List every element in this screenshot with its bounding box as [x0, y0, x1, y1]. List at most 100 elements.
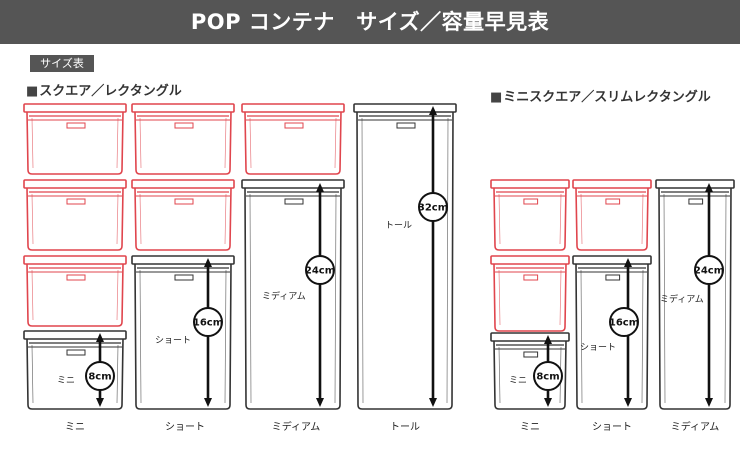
- lid-button: [605, 198, 621, 205]
- lid: [572, 255, 652, 265]
- container-inner: [498, 193, 562, 245]
- container-inner: [663, 193, 727, 404]
- height-badge-text: 8cm: [536, 372, 559, 383]
- arrow-head-up: [429, 106, 437, 115]
- bottom-label-short: ショート: [165, 422, 205, 433]
- height-badge-mini: 8cm: [85, 361, 115, 391]
- container-rect-red-1: [131, 103, 235, 175]
- bottom-label-short-r: ショート: [592, 422, 632, 433]
- page-title: POP コンテナ サイズ／容量早見表: [0, 0, 740, 44]
- container-body: [575, 263, 649, 410]
- lid: [353, 103, 457, 113]
- lid-button: [523, 274, 539, 281]
- bottom-label-tall: トール: [390, 422, 420, 433]
- arrow-head-down: [624, 398, 632, 407]
- arrow-head-up: [624, 258, 632, 267]
- lid: [655, 179, 735, 189]
- lid-button: [66, 198, 86, 205]
- height-badge-short: 16cm: [193, 307, 223, 337]
- lid-button: [66, 349, 86, 356]
- container-mini-square-red-1: [490, 179, 570, 251]
- height-badge-circle: [418, 192, 448, 222]
- inner-label-mini-r: ミニ: [509, 376, 527, 386]
- bottom-label-mini: ミニ: [65, 422, 85, 433]
- container-body: [356, 111, 454, 410]
- lid-button: [66, 122, 86, 129]
- container-medium: [241, 179, 345, 410]
- height-badge-text: 16cm: [609, 318, 639, 329]
- lid-button: [174, 122, 194, 129]
- container-rect-red-2: [131, 179, 235, 251]
- lid-button: [605, 274, 621, 281]
- lid: [23, 103, 127, 113]
- container-inner: [139, 269, 227, 404]
- inner-label-mini: ミニ: [57, 376, 75, 386]
- height-badge-tall: 32cm: [418, 192, 448, 222]
- inner-label-medium: ミディアム: [262, 290, 306, 302]
- container-body: [244, 187, 342, 410]
- square-marker: ■: [490, 90, 503, 105]
- lid: [572, 179, 652, 189]
- square-marker: ■: [26, 84, 39, 99]
- arrow-medium: [316, 183, 324, 407]
- container-square-red-1: [23, 103, 127, 175]
- lid: [23, 179, 127, 189]
- arrow-head-down: [316, 398, 324, 407]
- lid: [241, 179, 345, 189]
- lid: [241, 103, 345, 113]
- height-badge-circle: [694, 255, 724, 285]
- container-body: [658, 187, 732, 410]
- arrow-medium-r: [705, 183, 713, 407]
- container-inner: [580, 269, 644, 404]
- arrow-head-up: [705, 183, 713, 192]
- container-square-red-2: [23, 179, 127, 251]
- container-inner: [139, 117, 227, 169]
- container-body: [26, 338, 124, 410]
- height-badge-circle: [193, 307, 223, 337]
- arrow-head-up: [204, 258, 212, 267]
- container-inner: [31, 269, 119, 321]
- height-badge-circle: [85, 361, 115, 391]
- bottom-label-medium: ミディアム: [271, 422, 321, 433]
- arrow-head-down: [705, 398, 713, 407]
- arrow-head-up: [544, 335, 552, 344]
- container-body: [134, 187, 232, 251]
- size-table-tag: サイズ表: [30, 55, 94, 72]
- bottom-label-medium-r: ミディアム: [670, 422, 720, 433]
- container-inner: [139, 193, 227, 245]
- arrow-head-up: [316, 183, 324, 192]
- height-badge-circle: [609, 307, 639, 337]
- container-body: [134, 263, 232, 410]
- container-inner: [31, 344, 119, 404]
- arrow-head-down: [429, 398, 437, 407]
- container-inner: [361, 117, 449, 404]
- inner-label-medium-r: ミディアム: [660, 293, 704, 305]
- bottom-label-mini-r: ミニ: [520, 422, 540, 433]
- container-square-red-3: [23, 255, 127, 327]
- section-heading-square-text: スクエア／レクタングル: [39, 84, 182, 99]
- height-badge-medium: 24cm: [305, 255, 335, 285]
- container-slim-red-1: [572, 179, 652, 251]
- height-badge-text: 16cm: [193, 318, 223, 329]
- lid-button: [523, 351, 539, 358]
- height-badge-text: 24cm: [694, 266, 724, 277]
- inner-label-short-r: ショート: [580, 343, 616, 353]
- arrow-head-up: [96, 333, 104, 342]
- lid: [131, 179, 235, 189]
- inner-label-short: ショート: [155, 336, 191, 346]
- container-inner: [31, 193, 119, 245]
- lid-button: [66, 274, 86, 281]
- container-tall: [353, 103, 457, 410]
- lid: [23, 255, 127, 265]
- container-body: [244, 111, 342, 175]
- height-badge-text: 24cm: [305, 266, 335, 277]
- lid: [131, 255, 235, 265]
- container-body: [134, 111, 232, 175]
- lid: [490, 332, 570, 342]
- lid-button: [174, 198, 194, 205]
- height-badge-medium-r: 24cm: [694, 255, 724, 285]
- lid: [131, 103, 235, 113]
- arrow-head-down: [544, 398, 552, 407]
- container-inner: [498, 269, 562, 326]
